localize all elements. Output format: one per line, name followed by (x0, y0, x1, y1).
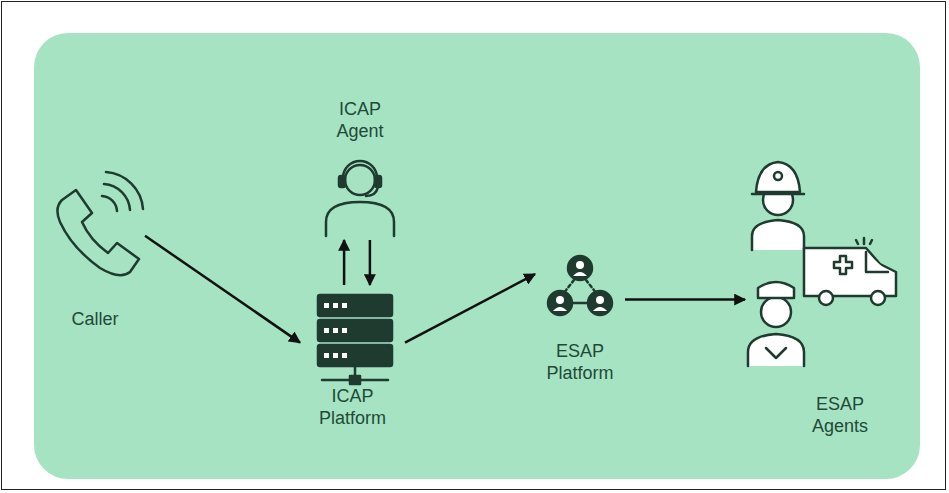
node-label: ICAP Agent (336, 98, 383, 142)
firefighter-icon (752, 162, 804, 250)
ambulance-icon (804, 238, 896, 305)
flow-arrow (625, 298, 745, 301)
flow-arrow (405, 274, 535, 342)
node-label: ICAP Platform (319, 385, 386, 429)
network-icon (548, 256, 612, 315)
server-icon (318, 295, 392, 384)
agent-icon (326, 161, 394, 236)
icon-area (45, 178, 145, 308)
flow-arrow (145, 236, 300, 343)
node-label: Caller (71, 308, 118, 330)
icon-area (300, 285, 405, 385)
phone-icon (57, 172, 143, 275)
node-label: ESAP Platform (546, 340, 613, 384)
icon-node: Caller (45, 178, 145, 330)
node-label: ESAP Agents (812, 393, 868, 437)
server-lights (324, 303, 347, 358)
icon-area (745, 148, 935, 393)
icon-area (535, 250, 625, 340)
flow-arrow (369, 240, 372, 285)
icon-node: ICAP Agent (315, 98, 405, 240)
icon-node: ICAP Platform (300, 285, 405, 429)
police-icon (748, 282, 804, 366)
background-panel (34, 33, 920, 479)
icon-area (315, 142, 405, 240)
icon-node: ESAP Platform (535, 250, 625, 384)
icon-node: ESAP Agents (745, 148, 935, 437)
flow-arrow (343, 240, 346, 285)
network-people (553, 261, 607, 311)
